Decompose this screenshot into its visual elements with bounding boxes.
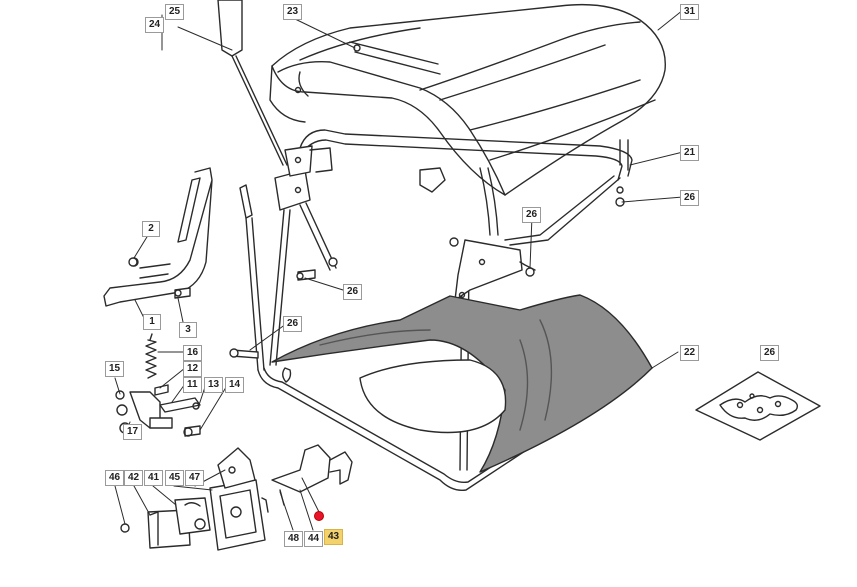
part-label-21: 21 [680, 145, 700, 161]
part-label-25: 25 [165, 4, 185, 20]
upper-frame [299, 129, 633, 246]
fastener-bag [695, 371, 821, 441]
part-label-43-highlighted: 43 [324, 529, 344, 545]
part-label-3: 3 [179, 322, 197, 338]
part-label-24: 24 [145, 17, 165, 33]
part-label-16: 16 [183, 345, 203, 361]
part-label-26-kit: 26 [760, 345, 780, 361]
part-label-12: 12 [183, 361, 203, 377]
small-fasteners [229, 186, 625, 359]
part-label-14: 14 [225, 377, 245, 393]
part-label-31: 31 [680, 4, 700, 20]
hinge-bracket [239, 145, 333, 219]
part-label-17: 17 [123, 424, 143, 440]
grass-bag [271, 294, 653, 473]
part-label-11: 11 [183, 377, 202, 393]
part-label-26-pin: 26 [283, 316, 303, 332]
part-label-42: 42 [124, 470, 144, 486]
part-label-46: 46 [105, 470, 125, 486]
part-label-26-frame: 26 [522, 207, 542, 223]
part-label-41: 41 [144, 470, 164, 486]
adjuster-plate [103, 167, 213, 307]
part-label-48: 48 [284, 531, 304, 547]
highlight-marker [314, 511, 324, 521]
part-label-1: 1 [143, 314, 161, 330]
part-label-47: 47 [185, 470, 205, 486]
part-label-15: 15 [105, 361, 125, 377]
part-label-13: 13 [204, 377, 224, 393]
bolt-3 [174, 287, 191, 299]
part-label-2: 2 [142, 221, 160, 237]
spring [145, 333, 157, 379]
screw-2 [128, 257, 138, 267]
grass-bag-lid [269, 3, 666, 196]
gas-strut [217, 0, 288, 166]
part-label-45: 45 [165, 470, 185, 486]
part-label-23: 23 [283, 4, 303, 20]
part-label-22: 22 [680, 345, 700, 361]
part-label-44: 44 [304, 531, 324, 547]
part-label-26-lid: 26 [680, 190, 700, 206]
part-label-26-bolt: 26 [343, 284, 363, 300]
lever-bracket [115, 384, 201, 437]
